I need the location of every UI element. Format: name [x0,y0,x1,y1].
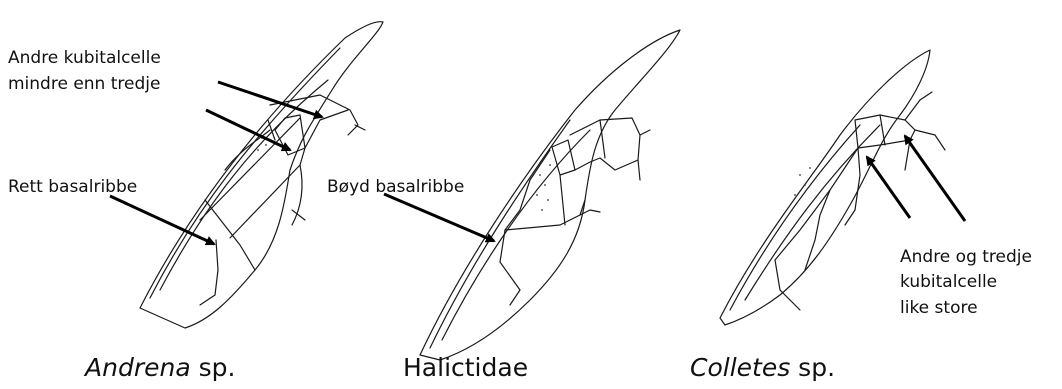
arrow-andrena-second-cell [218,82,322,117]
label-andrena-basal: Rett basalribbe [8,175,137,200]
caption-colletes: Colletes sp. [690,353,835,383]
colletes-stigma-dots [794,167,811,196]
label-halictidae-basal: Bøyd basalribbe [327,175,464,200]
label-colletes-cells-line1: Andre og tredje [900,245,1032,270]
caption-andrena-suffix: sp. [191,353,236,382]
arrow-colletes-cell-1 [905,136,965,221]
caption-colletes-genus: Colletes [690,353,790,382]
caption-colletes-suffix: sp. [790,353,835,382]
label-andrena-cell-line2: mindre enn tredje [8,72,160,97]
arrow-colletes-cell-2 [867,157,910,218]
arrow-halictidae-basal [384,194,494,241]
caption-halictidae: Halictidae [403,353,528,383]
label-andrena-cell-line1: Andre kubitalcelle [8,46,161,71]
arrow-andrena-basal [110,196,214,244]
label-colletes-cells-line3: like store [900,296,978,321]
label-colletes-cells-line2: kubitalcelle [900,270,997,295]
caption-andrena: Andrena sp. [85,353,235,383]
caption-andrena-genus: Andrena [85,353,191,382]
